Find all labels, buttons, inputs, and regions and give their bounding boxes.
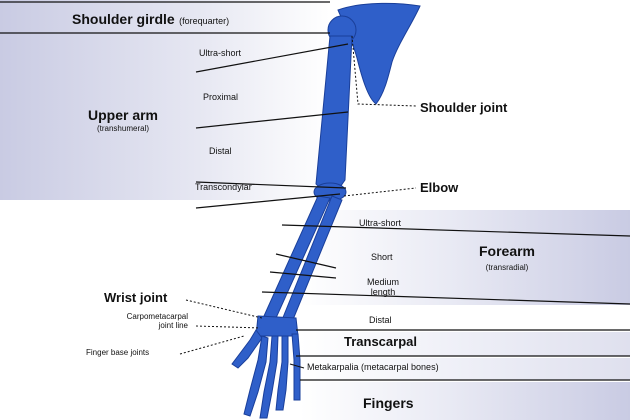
carpometacarpal-label: Carpometacarpal joint line — [90, 312, 188, 330]
transcondylar-label: Transcondylar — [195, 182, 252, 192]
upper-arm-title: Upper arm — [87, 107, 159, 123]
leader-ultra-short — [195, 43, 349, 73]
leader-medium-length — [261, 291, 630, 305]
carpometacarpal-text: Carpometacarpal — [126, 312, 188, 321]
shoulder-girdle-label: Shoulder girdle (forequarter) — [72, 11, 229, 29]
short-label: Short — [371, 252, 393, 262]
medium-text: Medium — [366, 277, 399, 287]
leader-shoulder-joint — [351, 35, 417, 107]
transcarpal-label: Transcarpal — [344, 334, 417, 349]
transhumeral-subtitle: (transhumeral) — [96, 124, 149, 133]
forearm-title: Forearm — [478, 243, 536, 259]
leader-wrist-joint — [185, 299, 263, 319]
metakarpalia-label: Metakarpalia (metacarpal bones) — [307, 362, 439, 372]
fingers-label: Fingers — [363, 395, 414, 411]
leader-transcondylar — [195, 193, 341, 209]
carpal-bones — [255, 315, 299, 337]
forearm-band — [300, 210, 630, 305]
fingers-band — [300, 382, 630, 420]
shoulder-girdle-band — [0, 0, 330, 34]
transcarpal-band — [300, 332, 630, 356]
wrist-joint-label: Wrist joint — [104, 290, 168, 305]
elbow-label: Elbow — [420, 180, 459, 195]
ultra-short-fore-label: Ultra-short — [359, 218, 402, 228]
finger-2-bone — [259, 335, 279, 419]
joint-line-text: joint line — [158, 321, 188, 330]
transradial-subtitle: (transradial) — [485, 263, 529, 272]
leader-forearm-ultra-short — [281, 224, 630, 237]
leader-finger-base-joints — [179, 335, 245, 355]
forequarter-subtitle: (forequarter) — [179, 16, 230, 26]
leader-metakarpalia — [289, 363, 305, 369]
shoulder-girdle-title: Shoulder girdle — [72, 11, 175, 27]
distal-upper-label: Distal — [209, 146, 232, 156]
thumb-bone — [231, 329, 263, 369]
finger-base-joints-label: Finger base joints — [86, 348, 150, 357]
upper-arm-band — [0, 34, 330, 200]
leader-elbow — [343, 187, 417, 197]
leader-carpometacarpal — [195, 325, 261, 329]
metacarpal-band — [300, 358, 630, 380]
distal-fore-label: Distal — [369, 315, 392, 325]
leader-medium — [269, 271, 337, 279]
length-text: length — [370, 287, 396, 297]
proximal-label: Proximal — [203, 92, 239, 102]
leader-forearm-short — [275, 253, 337, 269]
finger-1-bone — [243, 335, 269, 417]
leader-proximal — [195, 111, 349, 129]
shoulder-joint-label: Shoulder joint — [420, 100, 508, 115]
finger-3-bone — [275, 335, 289, 411]
scapula-bone — [337, 2, 421, 105]
leader-distal — [195, 181, 347, 189]
medium-length-label: Medium length — [360, 277, 406, 297]
finger-4-bone — [291, 333, 301, 401]
ultra-short-upper-label: Ultra-short — [199, 48, 242, 58]
